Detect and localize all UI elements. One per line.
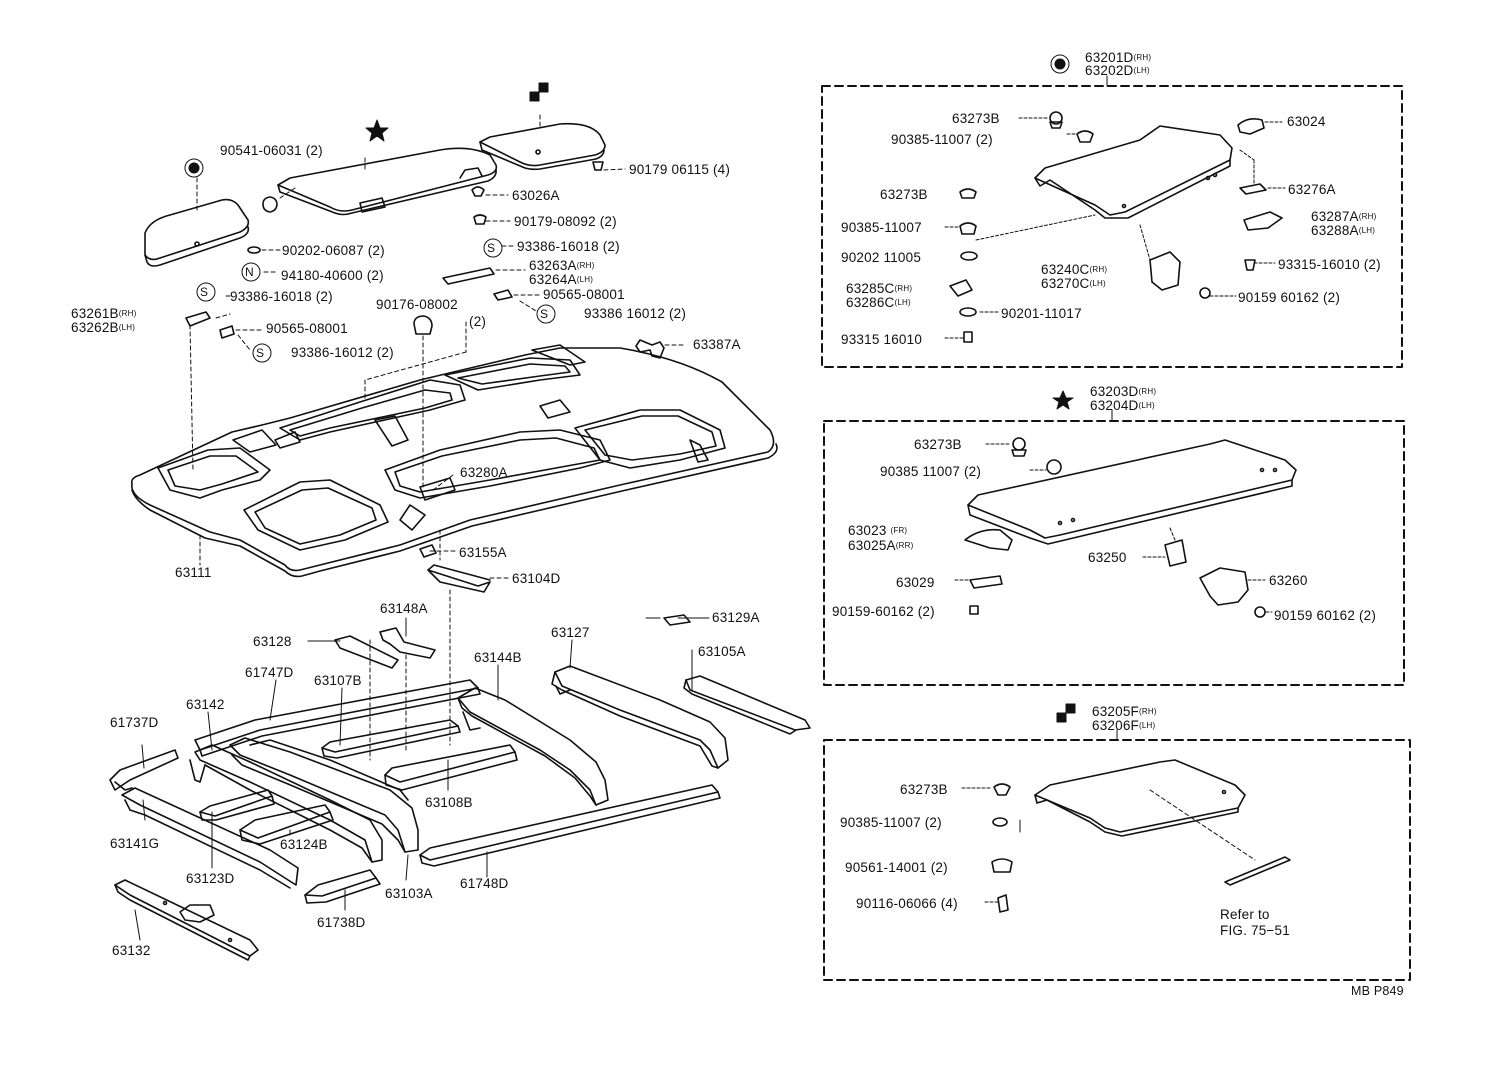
label-63273b-1: 63273B <box>952 111 1000 126</box>
label-63144b: 63144B <box>474 650 522 665</box>
detail-box-3 <box>823 729 1411 981</box>
label-90385-4: 90385-11007 (2) <box>840 815 942 830</box>
label-63260: 63260 <box>1269 573 1308 588</box>
label-63155a: 63155A <box>459 545 507 560</box>
label-63148a: 63148A <box>380 601 428 616</box>
label-qty-2: (2) <box>469 314 487 329</box>
label-90179-b: 90179-08092 (2) <box>514 214 617 229</box>
detail-box-1 <box>821 75 1403 368</box>
label-63261b: 63261B(RH) <box>71 306 137 321</box>
box3-header-rh: 63205F(RH) <box>1092 704 1157 719</box>
label-63129a: 63129A <box>712 610 760 625</box>
label-63286c: 63286C(LH) <box>846 295 911 310</box>
label-63285c: 63285C(RH) <box>846 281 913 296</box>
s-mark: S <box>540 307 549 321</box>
label-93386-c: 93386 16012 (2) <box>584 306 687 321</box>
label-61748d: 61748D <box>460 876 509 891</box>
label-refer-to: Refer to <box>1220 907 1270 922</box>
label-93386-b: 93386-16018 (2) <box>230 289 333 304</box>
label-refer-fig: FIG. 75−51 <box>1220 923 1290 938</box>
label-63276a: 63276A <box>1288 182 1336 197</box>
label-63104d: 63104D <box>512 571 561 586</box>
label-63023: 63023 (FR) <box>848 523 908 538</box>
label-93386-a: 93386-16018 (2) <box>517 239 620 254</box>
label-90385-3: 90385 11007 (2) <box>880 464 982 479</box>
leader-lines-bottom <box>134 617 710 941</box>
label-63024: 63024 <box>1287 114 1326 129</box>
sun-visor-rh-drawing <box>144 198 250 267</box>
label-90385-2: 90385-11007 <box>841 220 922 235</box>
label-63142: 63142 <box>186 697 225 712</box>
label-63105a: 63105A <box>698 644 746 659</box>
label-63127: 63127 <box>551 625 590 640</box>
label-93315-a: 93315-16010 (2) <box>1278 257 1381 272</box>
n-mark: N <box>245 265 254 279</box>
label-63025a: 63025A(RR) <box>848 538 914 553</box>
label-63123d: 63123D <box>186 871 235 886</box>
label-61747d: 61747D <box>245 665 294 680</box>
label-90116: 90116-06066 (4) <box>856 896 958 911</box>
s-mark: S <box>200 285 209 299</box>
label-63107b: 63107B <box>314 673 362 688</box>
label-63128: 63128 <box>253 634 292 649</box>
fasteners-top-drawing <box>185 161 665 359</box>
label-90565-a: 90565-08001 <box>543 287 625 302</box>
label-63263a: 63263A(RH) <box>529 258 595 273</box>
label-63273b-4: 63273B <box>900 782 948 797</box>
s-mark: S <box>487 241 496 255</box>
label-90561: 90561-14001 (2) <box>845 860 948 875</box>
label-63264a: 63264A(LH) <box>529 272 594 287</box>
label-63280a: 63280A <box>460 465 508 480</box>
roof-headliner-drawing <box>130 344 778 578</box>
label-63273b-2: 63273B <box>880 187 928 202</box>
roof-bows-frame-drawing <box>109 627 811 961</box>
label-90159-b2b: 90159 60162 (2) <box>1274 608 1377 623</box>
leader-lines-top <box>189 114 686 761</box>
box2-header-rh: 63203D(RH) <box>1090 384 1157 399</box>
box3-header-lh: 63206F(LH) <box>1092 718 1156 733</box>
label-90565-b: 90565-08001 <box>266 321 348 336</box>
box1-header-lh: 63202D(LH) <box>1085 63 1150 78</box>
sun-visor-center-drawing <box>277 147 498 216</box>
label-90202-b1: 90202 11005 <box>841 250 922 265</box>
label-63026a: 63026A <box>512 188 560 203</box>
label-63132: 63132 <box>112 943 151 958</box>
box2-header-lh: 63204D(LH) <box>1090 398 1155 413</box>
label-90179-a: 90179 06115 (4) <box>629 162 731 177</box>
label-63108b: 63108B <box>425 795 473 810</box>
label-63103a: 63103A <box>385 886 433 901</box>
label-90541: 90541-06031 (2) <box>220 143 323 158</box>
label-63288a: 63288A(LH) <box>1311 223 1376 238</box>
label-63262b: 63262B(LH) <box>71 320 136 335</box>
label-93315-b: 93315 16010 <box>841 332 923 347</box>
label-63124b: 63124B <box>280 837 328 852</box>
label-63240c: 63240C(RH) <box>1041 262 1108 277</box>
label-90385-1: 90385-11007 (2) <box>891 132 993 147</box>
label-63029: 63029 <box>896 575 935 590</box>
label-94180: 94180-40600 (2) <box>281 268 384 283</box>
label-63273b-3: 63273B <box>914 437 962 452</box>
label-93386-d: 93386-16012 (2) <box>291 345 394 360</box>
label-90176: 90176-08002 <box>376 297 458 312</box>
sun-visor-lh-drawing <box>479 122 606 171</box>
label-63387a: 63387A <box>693 337 741 352</box>
symbol-markers <box>184 54 1076 723</box>
detail-box-2 <box>823 409 1405 686</box>
label-90202: 90202-06087 (2) <box>282 243 385 258</box>
box1-header-rh: 63201D(RH) <box>1085 50 1152 65</box>
s-mark: S <box>256 346 265 360</box>
label-90201: 90201-11017 <box>1001 306 1082 321</box>
label-63111: 63111 <box>175 565 212 580</box>
label-90159-b2a: 90159-60162 (2) <box>832 604 935 619</box>
label-63250: 63250 <box>1088 550 1127 565</box>
label-61738d: 61738D <box>317 915 366 930</box>
label-63141g: 63141G <box>110 836 160 851</box>
label-63270c: 63270C(LH) <box>1041 276 1106 291</box>
label-63287a: 63287A(RH) <box>1311 209 1377 224</box>
label-90159-b1: 90159 60162 (2) <box>1238 290 1341 305</box>
figure-code: MB P849 <box>1351 984 1404 998</box>
label-61737d: 61737D <box>110 715 159 730</box>
fasteners-middle-drawing <box>419 544 691 626</box>
